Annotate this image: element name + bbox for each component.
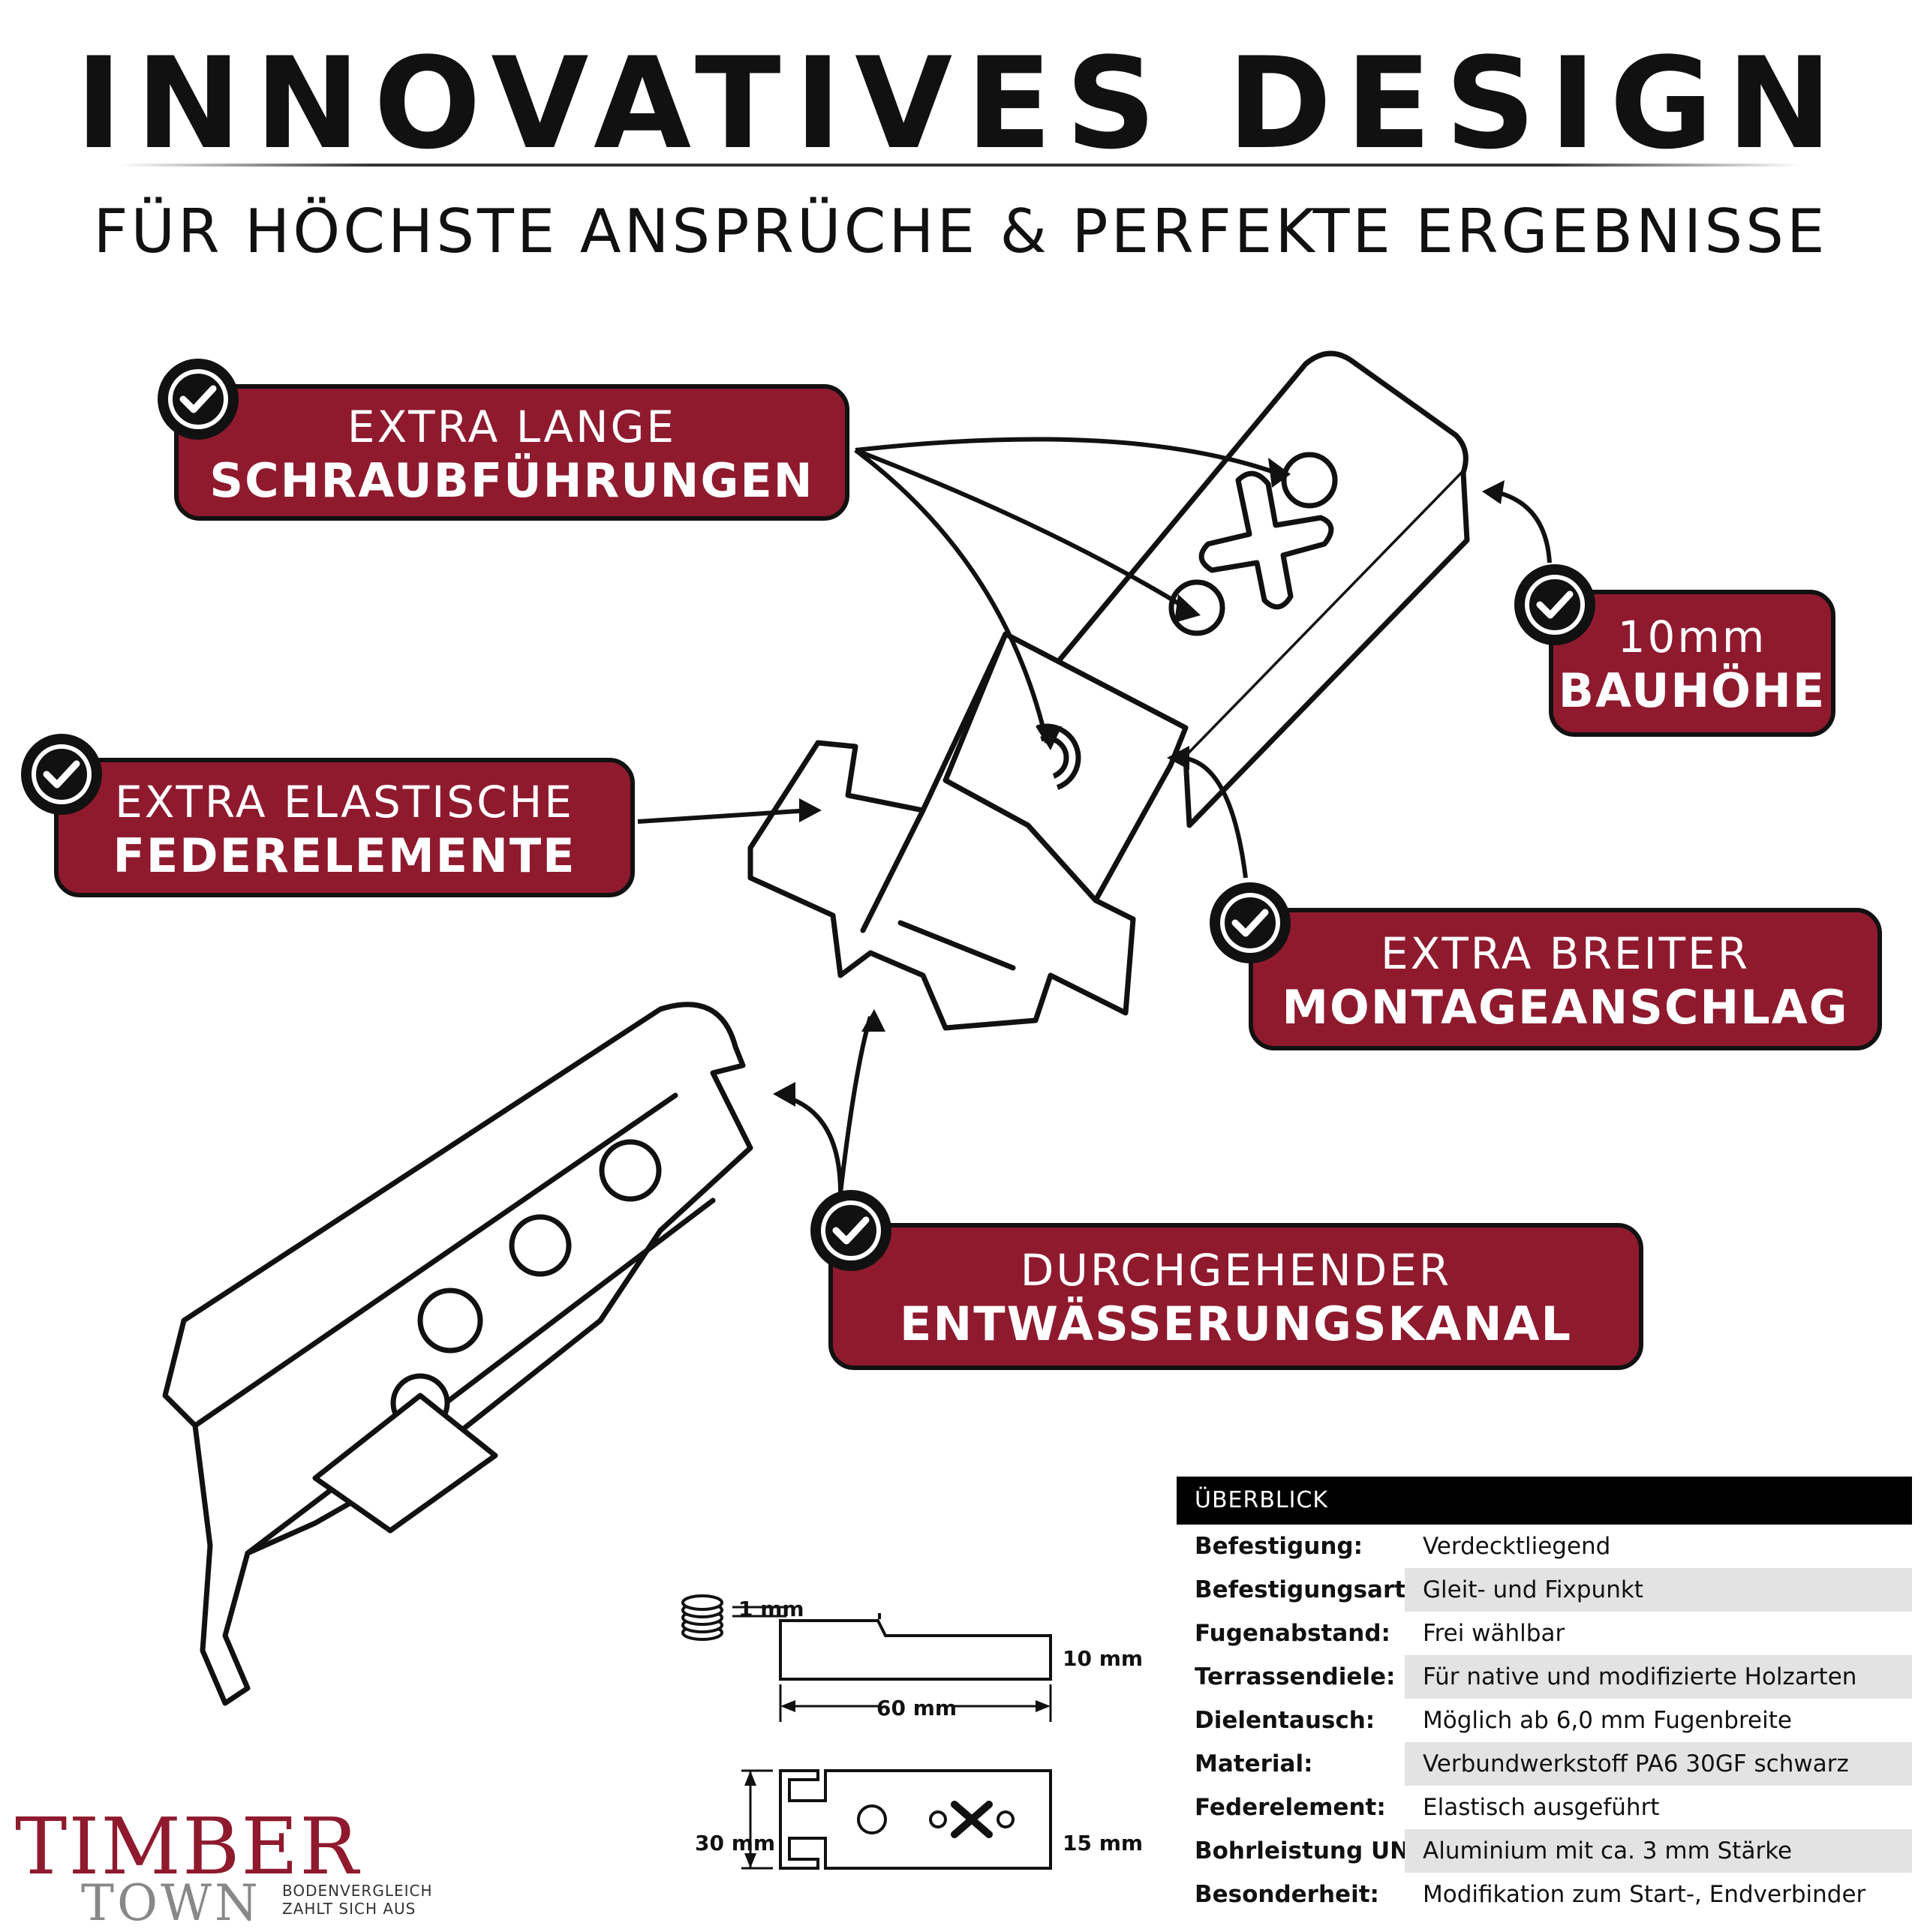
row-key: Dielentausch: [1195,1707,1375,1734]
callout-montageanschlag: EXTRA BREITER MONTAGEANSCHLAG [1249,908,1882,1050]
callout-line2: MONTAGEANSCHLAG [1282,980,1849,1035]
checkmark-icon [1514,564,1595,645]
row-key: Material: [1195,1750,1313,1777]
row-value: Frei wählbar [1423,1620,1565,1647]
callout-federelemente: EXTRA ELASTISCHE FEDERELEMENTE [54,758,635,897]
table-row: Fugenabstand: Frei wählbar [1177,1612,1912,1655]
row-key: Bohrleistung UNIA: [1195,1837,1446,1864]
row-key: Besonderheit: [1195,1881,1379,1908]
dim-base: 15 mm [1063,1831,1144,1855]
overview-heading: ÜBERBLICK [1177,1477,1912,1525]
checkmark-icon [158,359,239,440]
table-row: Terrassendiele: Für native und modifizier… [1177,1655,1912,1699]
page-subtitle: FÜR HÖCHSTE ANSPRÜCHE & PERFEKTE ERGEBNI… [93,197,1828,266]
spacer-stack-icon [681,1594,723,1641]
dim-height: 10 mm [1063,1646,1144,1671]
callout-line1: EXTRA BREITER [1380,928,1751,979]
callout-line2: BAUHÖHE [1558,663,1826,718]
row-value: Modifikation zum Start-, Endverbinder [1423,1881,1866,1908]
row-value: Gleit- und Fixpunkt [1405,1568,1912,1612]
row-value: Aluminium mit ca. 3 mm Stärke [1405,1829,1912,1873]
overview-table: ÜBERBLICK Befestigung: Verdecktliegend Be… [1177,1477,1912,1916]
row-key: Federelement: [1195,1794,1386,1821]
row-key: Terrassendiele: [1195,1663,1396,1690]
logo-tagline-1: BODENVERGLEICH [282,1882,433,1900]
dim-spacer: 1 mm [738,1597,804,1621]
dim-width: 30 mm [695,1831,776,1855]
checkmark-icon [810,1190,891,1271]
table-row: Dielentausch: Möglich ab 6,0 mm Fugenbrei… [1177,1699,1912,1742]
callout-entwaesserungskanal: DURCHGEHENDER ENTWÄSSERUNGSKANAL [828,1223,1643,1370]
callout-bauhoehe: 10mm BAUHÖHE [1549,590,1835,737]
row-value: Elastisch ausgeführt [1423,1794,1660,1821]
technical-drawing [681,1594,1052,1870]
callout-line2: ENTWÄSSERUNGSKANAL [900,1297,1572,1351]
row-value: Verdecktliegend [1423,1533,1611,1560]
row-key: Befestigungsart: [1195,1576,1415,1603]
callout-line1: EXTRA ELASTISCHE [115,777,574,828]
row-key: Befestigung: [1195,1533,1363,1560]
callout-line2: FEDERELEMENTE [113,828,576,883]
row-key: Fugenabstand: [1195,1620,1390,1647]
logo-brand-bottom: TOWN [81,1874,261,1932]
page-title: INNOVATIVES DESIGN [75,30,1846,177]
checkmark-icon [21,734,102,815]
row-value: Möglich ab 6,0 mm Fugenbreite [1423,1707,1792,1734]
callout-line2: SCHRAUBFÜHRUNGEN [209,453,814,508]
callout-line1: EXTRA LANGE [347,401,677,452]
table-row: Bohrleistung UNIA:Aluminium mit ca. 3 mm… [1177,1829,1912,1873]
row-value: Verbundwerkstoff PA6 30GF schwarz [1405,1742,1912,1786]
row-value: Für native und modifizierte Holzarten [1405,1655,1912,1699]
table-row: Befestigungsart:Gleit- und Fixpunkt [1177,1568,1912,1612]
table-row: Besonderheit: Modifikation zum Start-, En… [1177,1873,1912,1916]
title-divider [120,164,1801,167]
checkmark-icon [1210,882,1291,963]
logo-tagline-2: ZAHLT SICH AUS [282,1900,416,1918]
callout-line1: 10mm [1617,611,1767,663]
callout-line1: DURCHGEHENDER [1020,1245,1452,1296]
table-row: Material: Verbundwerkstoff PA6 30GF schwa… [1177,1742,1912,1786]
logo-brand-top: TIMBER [15,1801,360,1892]
table-row: Befestigung: Verdecktliegend [1177,1525,1912,1568]
callout-schraubfuehrungen: EXTRA LANGE SCHRAUBFÜHRUNGEN [174,384,849,521]
dim-length: 60 mm [876,1696,957,1720]
table-row: Federelement: Elastisch ausgeführt [1177,1786,1912,1829]
